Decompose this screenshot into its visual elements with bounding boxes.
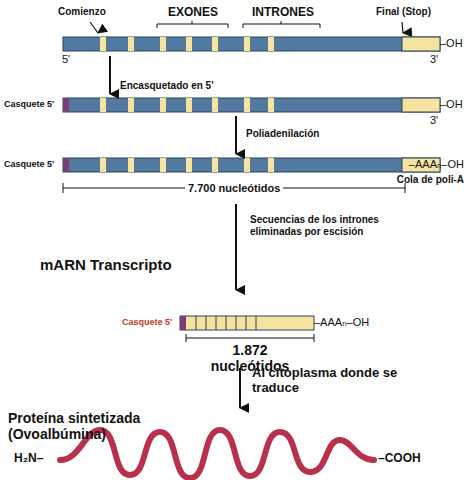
rna-segment <box>128 37 134 51</box>
start-label: Comienzo <box>58 6 106 18</box>
polya-label: Cola de poli-A <box>397 174 464 186</box>
rna-segment <box>63 98 69 112</box>
cap-label: Casquete 5' <box>4 99 54 109</box>
rna-segment <box>180 316 314 330</box>
mrna-title: mARN Transcripto <box>40 256 172 273</box>
end-label: –OH <box>440 98 463 111</box>
rna-segment <box>402 98 440 112</box>
rna-segment <box>244 158 250 172</box>
rna-segment <box>268 37 274 51</box>
rna-segment <box>268 98 274 112</box>
terminus-label: –COOH <box>378 452 421 466</box>
rna-segment <box>186 98 192 112</box>
rna-segment <box>128 98 134 112</box>
rna-segment <box>186 158 192 172</box>
step-label: Encasquetado en 5' <box>120 80 214 92</box>
rna-segment <box>160 98 166 112</box>
polya-tail: –AAAₙ–OH <box>409 158 464 171</box>
rna-segment <box>212 158 218 172</box>
end-label: 3' <box>430 53 438 66</box>
cap-label: Casquete 5' <box>4 159 54 169</box>
rna-segment <box>100 98 106 112</box>
rna-segment <box>63 37 440 51</box>
rna-segment <box>100 37 106 51</box>
rna-segment <box>186 37 192 51</box>
terminus-label: H₂N– <box>14 452 43 466</box>
intron-label: INTRONES <box>252 6 314 20</box>
rna-segment <box>128 158 134 172</box>
protein-title: Proteína sintetizada (Ovoalbúmina) <box>8 410 198 442</box>
rna-segment <box>212 98 218 112</box>
rna-segment <box>160 37 166 51</box>
end-label: 3' <box>430 114 438 127</box>
cap-label: Casquete 5' <box>122 317 172 327</box>
rna-segment <box>63 158 440 172</box>
exon-label: EXONES <box>168 6 218 20</box>
step-label: Poliadenilación <box>246 128 319 140</box>
rna-segment <box>160 158 166 172</box>
step-label: Al citoplasma donde se traduce <box>252 366 422 396</box>
stop-label: Final (Stop) <box>376 6 431 18</box>
rna-segment <box>212 37 218 51</box>
rna-segment <box>268 158 274 172</box>
rna-segment <box>100 158 106 172</box>
step-label: Secuencias de los intrones eliminadas po… <box>250 214 430 237</box>
polya-tail: –AAAₙ–OH <box>314 316 369 329</box>
rna-segment <box>63 158 69 172</box>
length-label: 7.700 nucleótidos <box>185 182 283 195</box>
rna-segment <box>63 98 440 112</box>
rna-segment <box>244 37 250 51</box>
end-label: –OH <box>440 37 463 50</box>
rna-segment <box>180 316 186 330</box>
rna-segment <box>244 98 250 112</box>
rna-segment <box>402 37 440 51</box>
end-label: 5' <box>62 53 70 66</box>
